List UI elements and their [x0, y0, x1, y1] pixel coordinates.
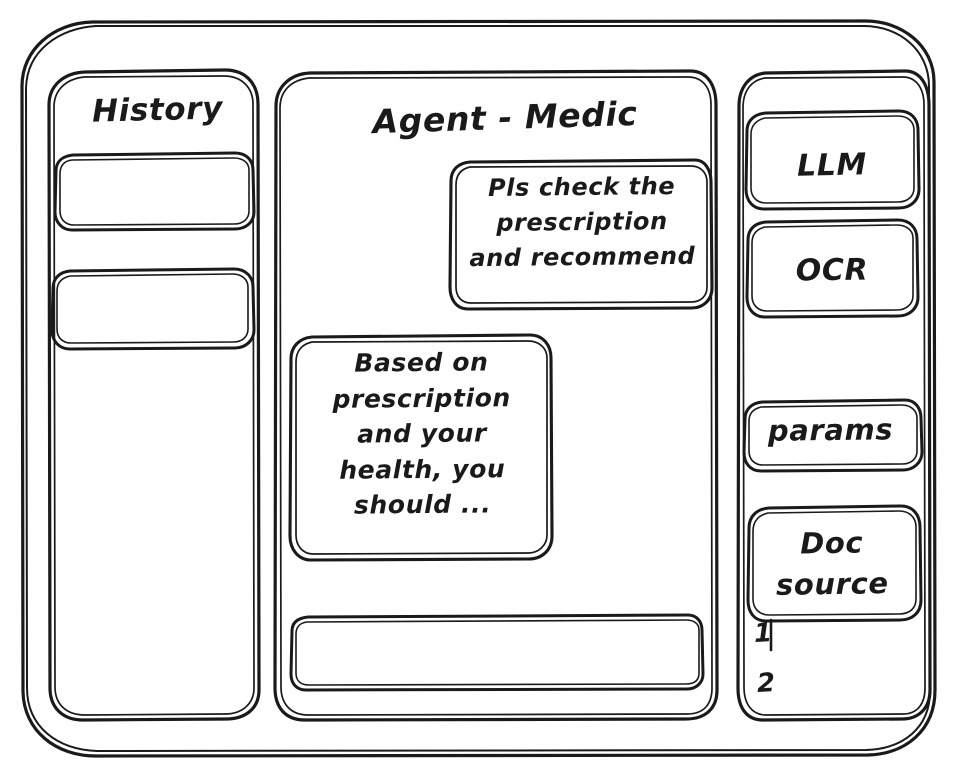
ocr-button-outline [745, 218, 920, 319]
history-item-1[interactable] [55, 155, 255, 231]
user-message-bubble: Pls check the prescription and recommend [469, 172, 696, 272]
params-button[interactable]: params [767, 412, 894, 448]
assistant-message-bubble: Based on prescription and your health, y… [332, 347, 511, 520]
agent-panel-outline [273, 69, 719, 722]
history-panel-title: History [91, 90, 224, 130]
llm-button[interactable]: LLM [796, 147, 868, 184]
assistant-bubble-outline [288, 333, 554, 562]
doc-source-button-outline [746, 504, 923, 623]
window-frame [20, 19, 937, 758]
doc-source-item-1[interactable]: 1 [753, 618, 774, 650]
params-button-outline [742, 398, 924, 473]
llm-button-outline [744, 109, 921, 211]
composer-outline [289, 613, 705, 692]
history-item-2-outline [50, 267, 256, 351]
user-bubble-outline [448, 158, 714, 311]
history-item-1-outline [53, 151, 256, 232]
history-panel-outline [47, 68, 261, 722]
doc-source-item-2[interactable]: 2 [756, 668, 777, 700]
doc-source-button[interactable]: Doc source [775, 525, 889, 603]
ocr-button[interactable]: OCR [795, 252, 869, 289]
tools-panel-outline [736, 69, 932, 722]
history-item-2[interactable] [52, 269, 255, 349]
message-composer-input[interactable] [291, 615, 703, 690]
